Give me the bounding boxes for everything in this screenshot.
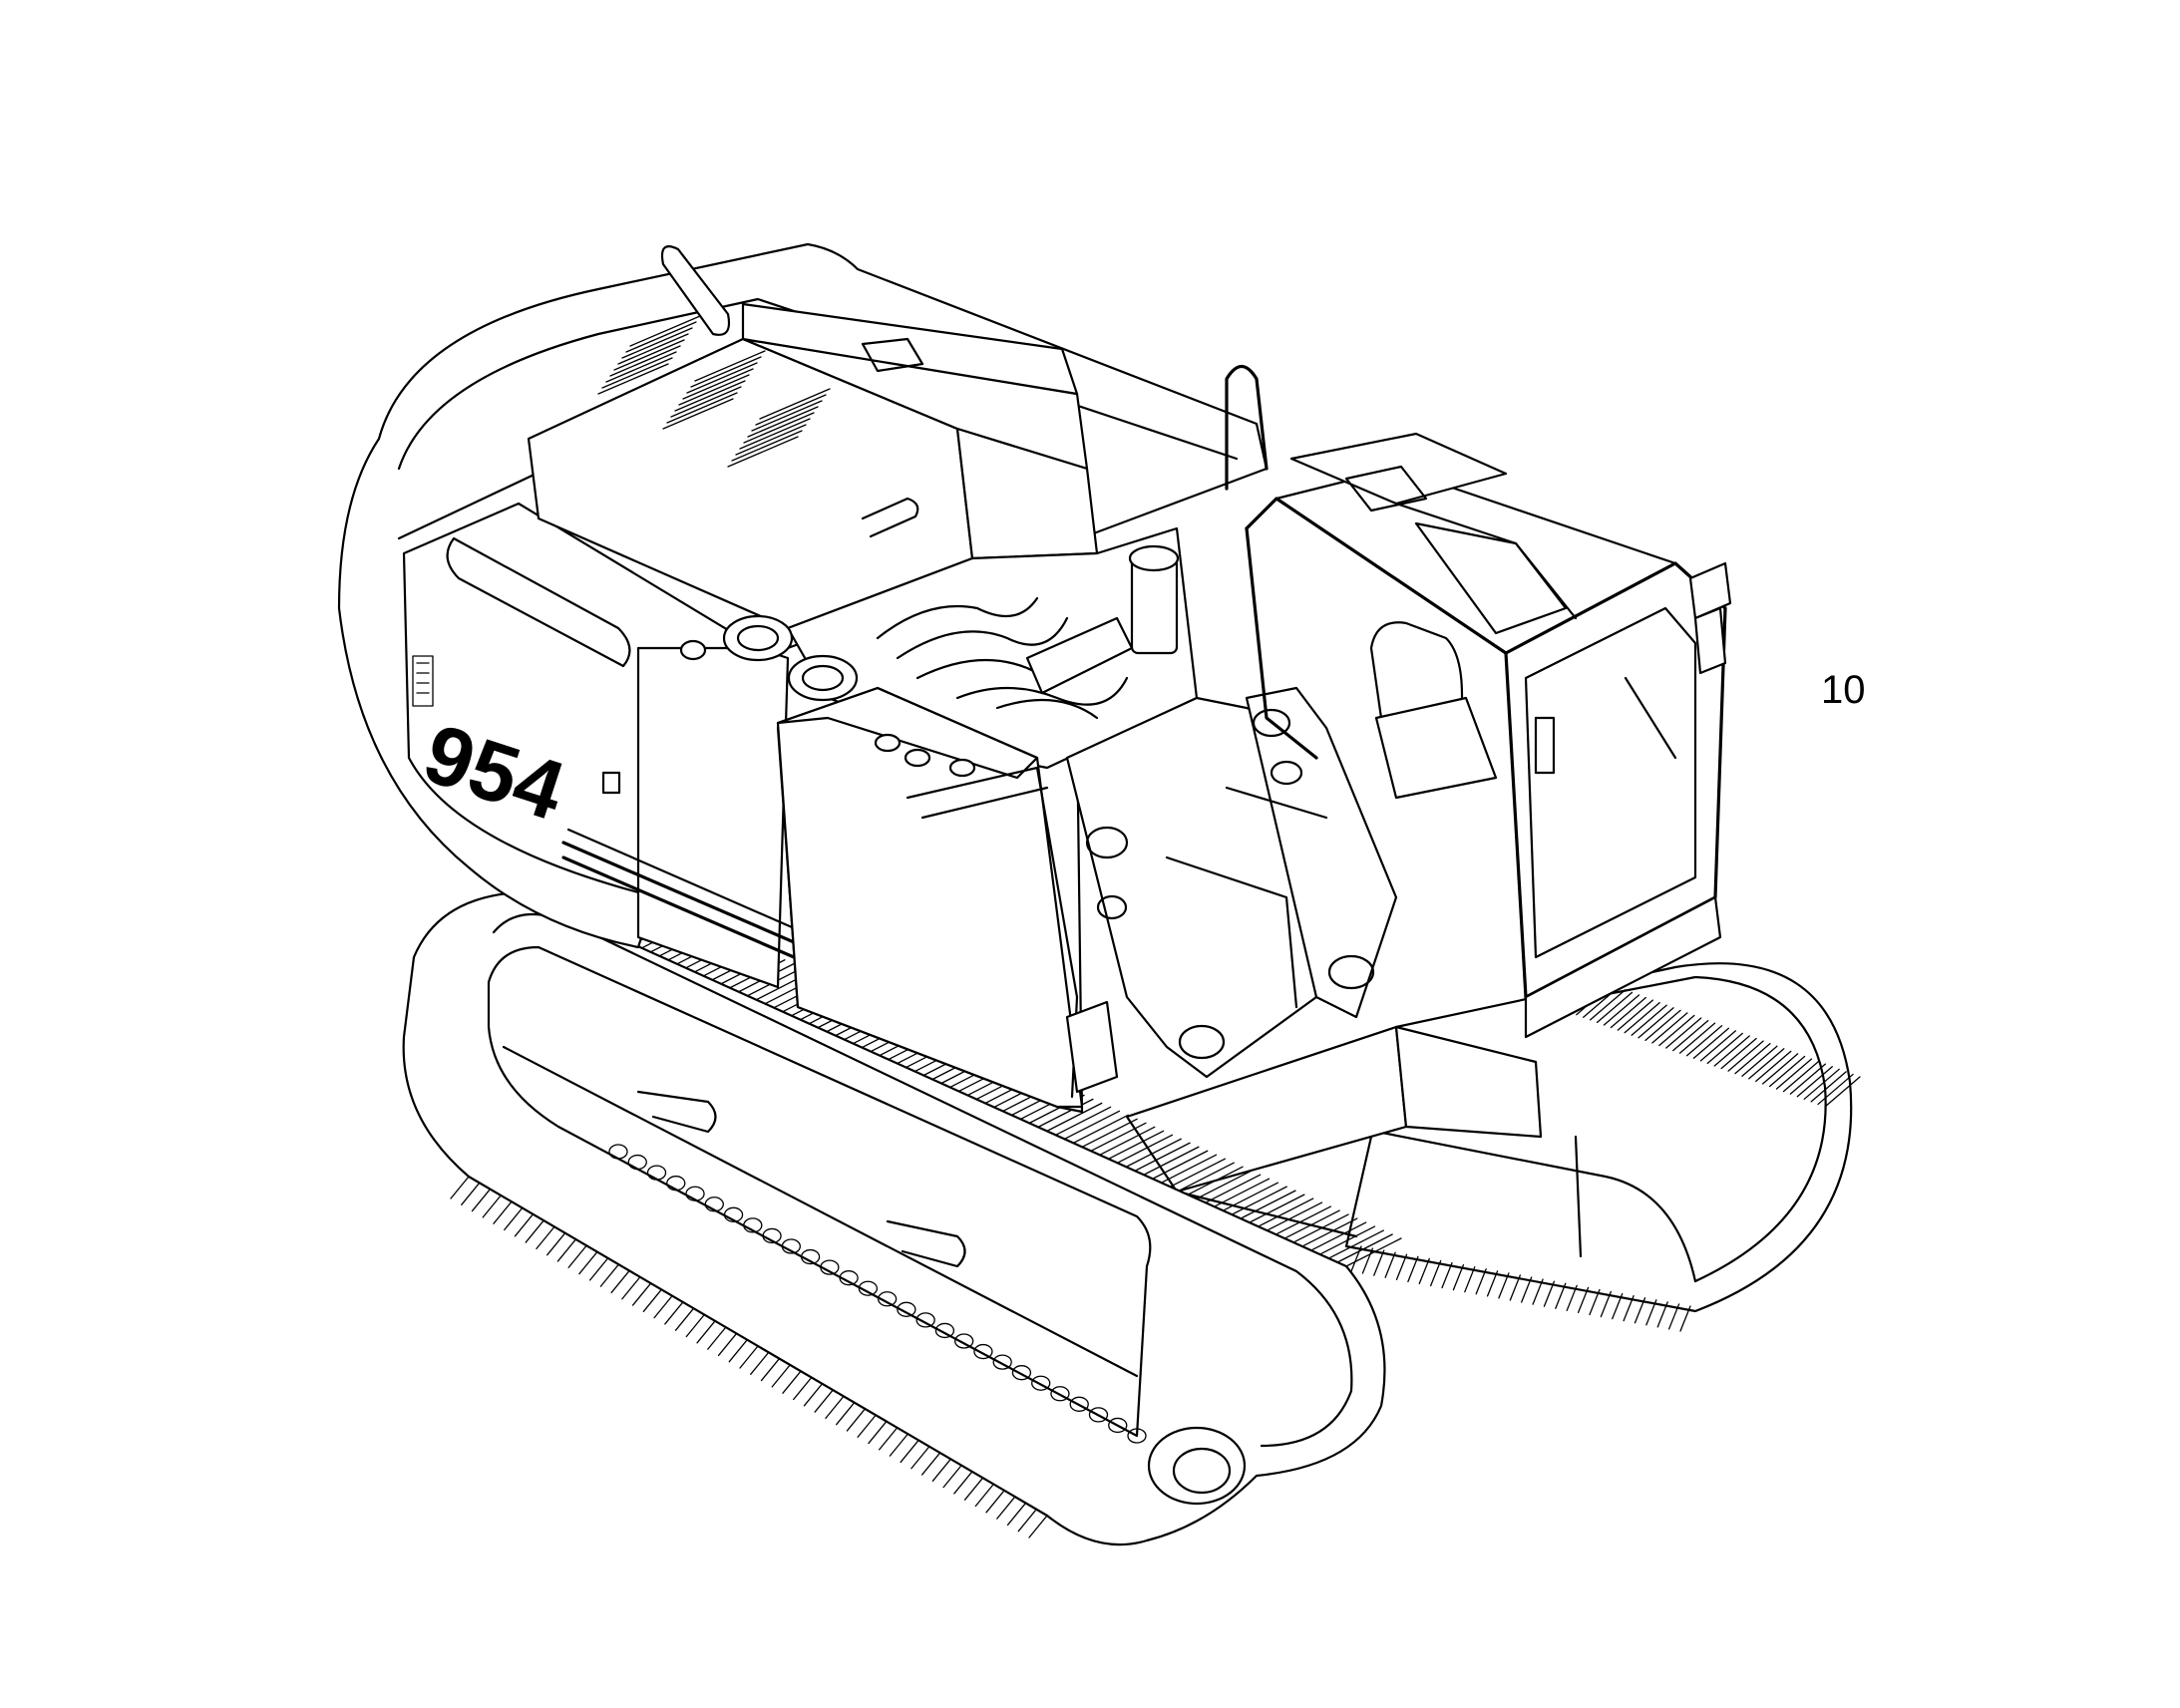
right-crawler-track <box>1344 962 1861 1332</box>
track-roller-chain <box>608 1144 1147 1444</box>
side-vent-grille <box>412 655 434 707</box>
callout-label: 10 <box>1821 668 1866 712</box>
engine-hood <box>527 245 1099 630</box>
engine-hood-vents <box>597 315 831 468</box>
tank-and-steps <box>776 686 1119 1109</box>
carbody-frame <box>1125 1025 1543 1238</box>
boom-mount <box>1065 686 1398 1079</box>
right-track-treads <box>1350 976 1861 1332</box>
operator-cab <box>1225 364 1732 1039</box>
